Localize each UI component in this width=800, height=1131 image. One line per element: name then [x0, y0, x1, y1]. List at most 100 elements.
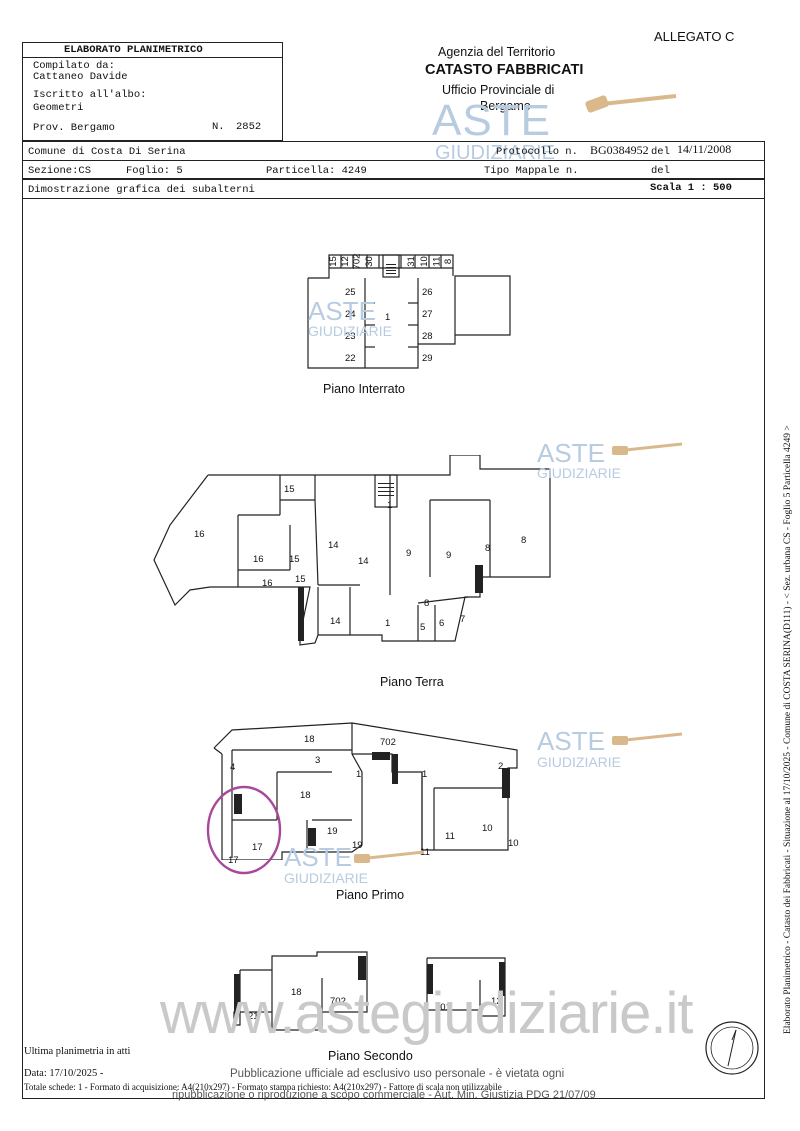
foglio-text: Foglio: 5: [126, 165, 183, 177]
numero-label: N.: [212, 121, 225, 133]
gavel-icon-2: [612, 442, 683, 455]
gavel-icon-4: [354, 850, 425, 863]
primo-label: Piano Primo: [336, 888, 405, 902]
footer-data: Data: 17/10/2025 -: [24, 1068, 104, 1079]
interrato-top-31: 31: [405, 256, 417, 267]
particella-text: Particella: 4249: [266, 165, 367, 177]
protocollo-label: Protocollo n.: [496, 146, 578, 158]
primo-room-19a: 19: [327, 826, 338, 837]
terra-room-14a: 14: [328, 540, 339, 551]
gavel-icon-3: [612, 732, 683, 745]
primo-room-18a: 18: [304, 734, 315, 745]
interrato-room-25: 25: [345, 287, 356, 298]
allegato-label: ALLEGATO C: [654, 29, 735, 44]
protocollo-value: BG0384952: [590, 143, 649, 157]
footer-totale: Totale schede: 1 - Formato di acquisizio…: [24, 1082, 502, 1092]
interrato-room-24: 24: [345, 309, 356, 320]
primo-room-10a: 10: [482, 823, 493, 834]
secondo-room-701: 701: [435, 1002, 451, 1013]
terra-room-15b: 15: [289, 554, 300, 565]
secondo-room-21: 21: [248, 1011, 259, 1022]
terra-room-16b: 16: [253, 554, 264, 565]
interrato-room-26: 26: [422, 287, 433, 298]
terra-room-1a: 1: [387, 500, 393, 511]
interrato-room-23: 23: [345, 331, 356, 342]
terra-room-1b: 1: [385, 618, 391, 629]
interrato-top-15: 15: [327, 256, 339, 267]
terra-room-9a: 9: [406, 548, 412, 559]
interrato-top-11: 11: [431, 256, 443, 267]
agency-line2: CATASTO FABBRICATI: [425, 62, 584, 78]
plan-interrato: [307, 254, 511, 369]
agency-line3: Ufficio Provinciale di: [442, 83, 555, 97]
tipo-mappale-del: del: [651, 165, 670, 177]
info-divider: [22, 160, 765, 161]
interrato-label: Piano Interrato: [323, 382, 405, 396]
interrato-top-30: 30: [363, 256, 375, 267]
north-arrow-icon: [705, 1021, 759, 1075]
iscritto-value: Geometri: [33, 102, 84, 114]
terra-room-16c: 16: [262, 578, 273, 589]
ultima-planimetria: Ultima planimetria in atti: [24, 1046, 131, 1057]
terra-room-8a: 8: [485, 543, 491, 554]
terra-label: Piano Terra: [380, 675, 444, 689]
terra-room-5: 5: [420, 622, 426, 633]
iscritto-label: Iscritto all'albo:: [33, 89, 147, 101]
highlight-circle: [206, 785, 282, 875]
watermark-giudiziarie-2: GIUDIZIARIE: [537, 465, 622, 481]
terra-room-9b: 9: [446, 550, 452, 561]
primo-room-18b: 18: [300, 790, 311, 801]
watermark-giudiziarie-4: GIUDIZIARIE: [284, 870, 369, 886]
interrato-top-702: 702: [351, 253, 363, 270]
agency-line1: Agenzia del Territorio: [438, 45, 556, 59]
plan-secondo-a: [233, 951, 368, 1031]
primo-room-17a: 17: [252, 842, 263, 853]
prov-label: Prov. Bergamo: [33, 122, 115, 134]
interrato-room-1: 1: [385, 312, 391, 323]
interrato-top-12: 12: [339, 256, 351, 267]
watermark-aste-header: ASTE: [432, 96, 551, 145]
agency-line4: Bergamo: [480, 99, 531, 113]
primo-room-17b: 17: [228, 855, 239, 866]
terra-room-7: 7: [460, 614, 466, 625]
pubblicazione-line1: Pubblicazione ufficiale ad esclusivo uso…: [230, 1068, 565, 1080]
interrato-top-10: 10: [418, 256, 430, 267]
interrato-room-29: 29: [422, 353, 433, 364]
sezione-text: Sezione:CS: [28, 165, 92, 177]
terra-room-8b: 8: [521, 535, 527, 546]
interrato-room-28: 28: [422, 331, 433, 342]
compilato-name: Cattaneo Davide: [33, 71, 128, 83]
compilato-label: Compilato da:: [33, 60, 115, 72]
comune-text: Comune di Costa Di Serina: [28, 146, 186, 158]
interrato-room-27: 27: [422, 309, 433, 320]
pubblicazione-line2: ripubblicazione o riproduzione a scopo c…: [172, 1089, 596, 1101]
primo-room-3: 3: [315, 755, 321, 766]
watermark-aste-3: ASTE: [537, 726, 605, 756]
watermark-site: www.astegiudiziarie.it: [160, 981, 693, 1046]
tipo-mappale-label: Tipo Mappale n.: [484, 165, 579, 177]
terra-room-16a: 16: [194, 529, 205, 540]
dimostrazione-divider: [22, 198, 765, 199]
watermark-aste-1: ASTE: [308, 296, 376, 326]
terra-room-6: 6: [439, 618, 445, 629]
primo-room-702: 702: [380, 737, 396, 748]
watermark-giudiziarie-3: GIUDIZIARIE: [537, 754, 622, 770]
elaborato-box: [22, 42, 283, 141]
elaborato-title-divider: [22, 57, 283, 58]
interrato-room-22: 22: [345, 353, 356, 364]
terra-room-14b: 14: [358, 556, 369, 567]
secondo-label: Piano Secondo: [328, 1049, 413, 1063]
gavel-icon-header: [585, 94, 677, 113]
protocollo-del: del: [651, 146, 670, 158]
main-frame: [22, 179, 765, 1099]
terra-room-8c: 8: [424, 598, 430, 609]
primo-room-1b: 1: [422, 769, 428, 780]
dimostrazione-text: Dimostrazione grafica dei subalterni: [28, 184, 255, 196]
watermark-aste-2: ASTE: [537, 438, 605, 468]
primo-room-11b: 11: [420, 847, 430, 858]
interrato-top-8: 8: [443, 258, 455, 265]
elaborato-title: ELABORATO PLANIMETRICO: [64, 44, 203, 56]
secondo-room-18: 18: [291, 987, 302, 998]
plan-primo: [213, 722, 518, 860]
primo-room-19b: 19: [352, 840, 363, 851]
